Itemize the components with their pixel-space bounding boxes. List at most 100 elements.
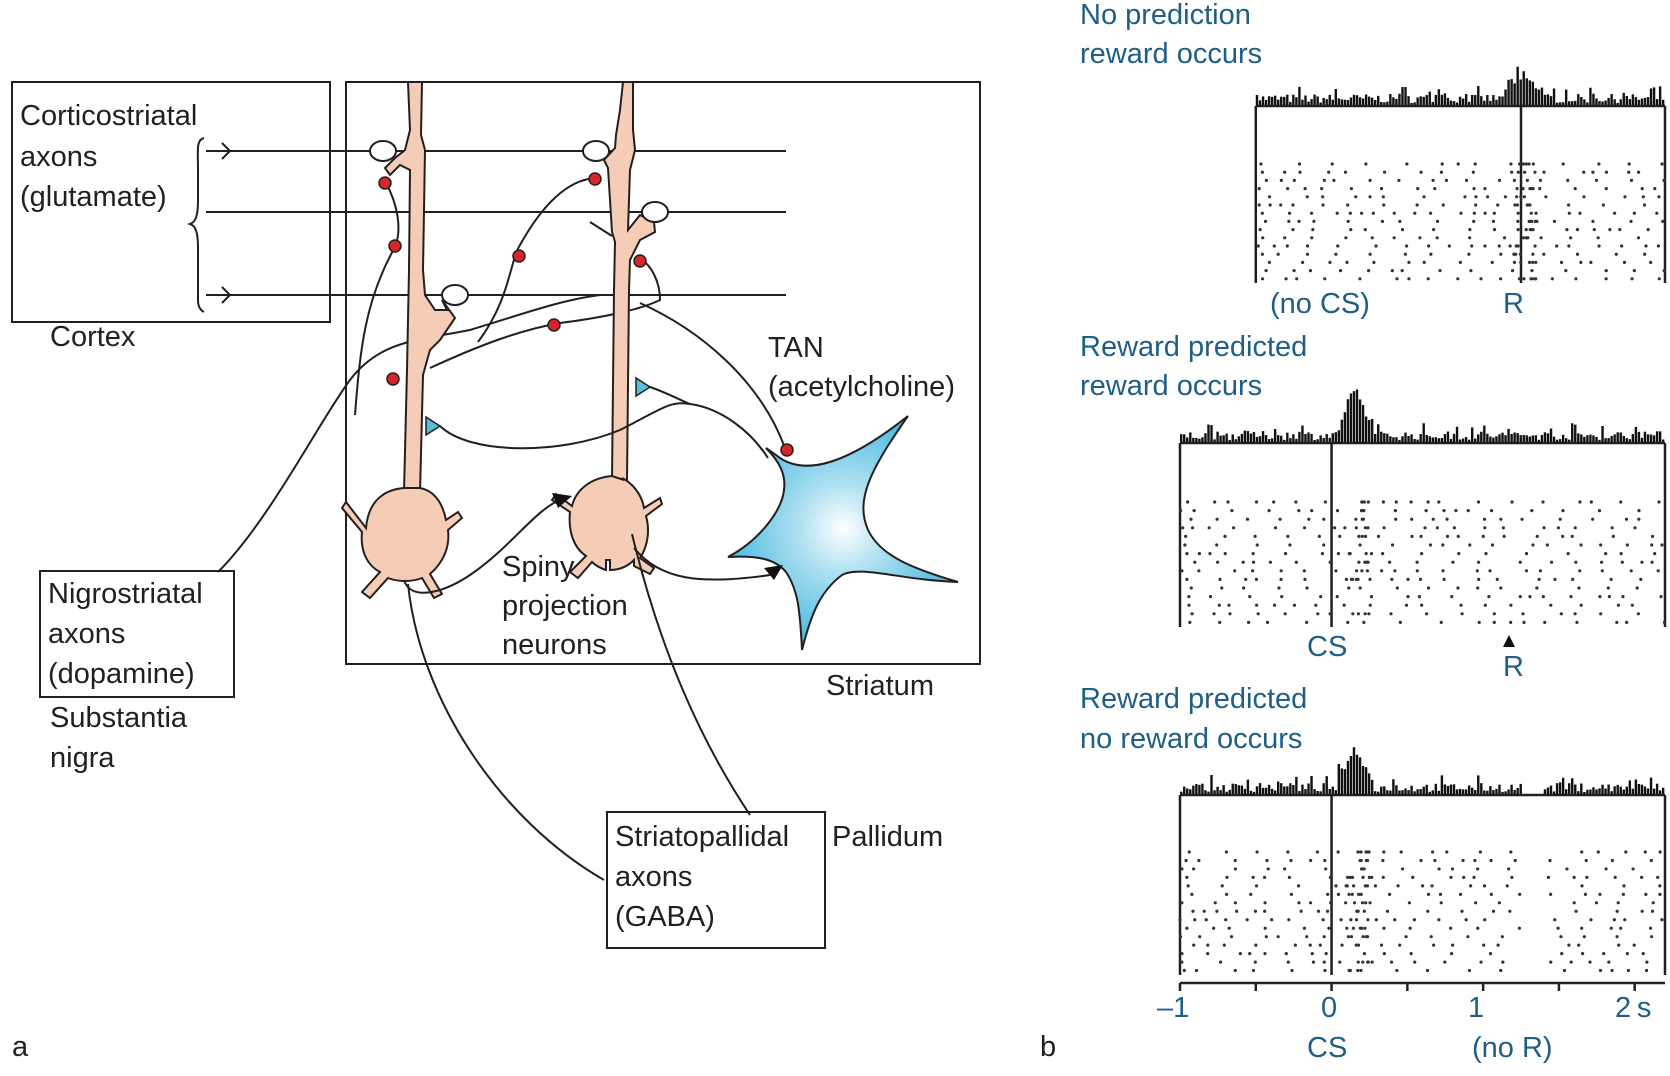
histogram-bar	[1316, 790, 1319, 795]
spike-dot	[1305, 586, 1309, 590]
spike-dot	[1462, 875, 1466, 880]
histogram-bar	[1316, 96, 1319, 106]
spike-dot	[1263, 909, 1267, 913]
spike-dot	[1418, 577, 1423, 582]
spike-dot	[1224, 918, 1228, 922]
spike-dot	[1309, 211, 1314, 215]
histogram-bar	[1598, 439, 1601, 443]
spike-dot	[1485, 195, 1490, 199]
histogram-bar	[1273, 428, 1277, 443]
spike-dot	[1433, 187, 1437, 191]
histogram-bar	[1295, 97, 1298, 106]
spike-dot	[1500, 935, 1504, 939]
histogram-bar	[1643, 786, 1647, 795]
spike-dot	[1641, 952, 1645, 956]
histogram-bar	[1243, 430, 1247, 443]
spike-dot	[1438, 269, 1442, 273]
spike-dot	[1349, 577, 1354, 582]
spike-dot	[1492, 228, 1497, 232]
histogram-bar	[1374, 433, 1377, 443]
histogram-bar	[1231, 783, 1234, 795]
spike-dot	[1267, 195, 1272, 199]
tick-label-neg1: –1	[1157, 992, 1189, 1024]
spike-dot	[1368, 603, 1372, 607]
histogram-bar	[1504, 435, 1507, 443]
spike-dot	[1572, 875, 1576, 880]
spike-dot	[1528, 187, 1532, 191]
spike-dot	[1639, 577, 1643, 582]
spike-dot	[1560, 952, 1564, 956]
spike-dot	[1302, 526, 1307, 530]
spike-dot	[1335, 509, 1340, 513]
histogram-bar	[1313, 94, 1316, 106]
histogram-bar	[1425, 784, 1428, 795]
spike-dot	[1596, 850, 1600, 854]
spike-dot	[1329, 901, 1333, 905]
histogram-bar	[1546, 787, 1550, 795]
histogram-bar	[1234, 439, 1237, 443]
spike-dot	[1357, 892, 1361, 896]
histogram-bar	[1555, 102, 1559, 106]
histogram-bar	[1437, 438, 1441, 443]
spike-dot	[1651, 901, 1655, 905]
spike-dot	[1355, 569, 1359, 573]
raster-plot-3	[1178, 747, 1667, 975]
spike-dot	[1570, 534, 1574, 539]
spike-dot	[1385, 909, 1390, 913]
spike-dot	[1382, 850, 1386, 854]
spike-dot	[1393, 569, 1397, 573]
spike-dot	[1585, 875, 1589, 880]
spike-dot	[1633, 526, 1637, 530]
histogram-bar	[1510, 79, 1513, 106]
spike-dot	[1640, 909, 1644, 913]
spike-dot	[1294, 500, 1298, 504]
spike-dot	[1441, 543, 1445, 547]
spike-dot	[1297, 901, 1301, 905]
spike-dot	[1483, 211, 1487, 215]
spike-dot	[1417, 595, 1422, 599]
spike-dot	[1364, 162, 1368, 166]
histogram-bar	[1513, 83, 1516, 106]
histogram-bar	[1364, 767, 1368, 795]
histogram-bar	[1183, 786, 1186, 795]
spike-dot	[1526, 203, 1530, 207]
histogram-bar	[1434, 437, 1438, 443]
spike-dot	[1458, 892, 1463, 896]
spike-dot	[1339, 918, 1343, 922]
spike-dot	[1212, 612, 1216, 616]
spike-dot	[1254, 884, 1259, 888]
histogram-bar	[1310, 433, 1313, 443]
histogram-bar	[1628, 439, 1632, 443]
histogram-bar	[1467, 439, 1471, 443]
spike-dot	[1470, 244, 1474, 248]
spike-dot	[1192, 509, 1196, 513]
spike-dot	[1420, 603, 1424, 607]
spike-dot	[1178, 935, 1183, 939]
histogram-bar	[1258, 783, 1262, 795]
histogram-bar	[1431, 437, 1434, 443]
histogram-bar	[1640, 437, 1644, 443]
spike-dot	[1365, 935, 1370, 939]
spike-dot	[1299, 909, 1303, 913]
spike-dot	[1381, 195, 1385, 199]
histogram-bar	[1401, 436, 1404, 443]
spike-dot	[1245, 918, 1249, 922]
histogram-bar	[1549, 96, 1553, 106]
histogram-bar	[1277, 435, 1280, 443]
spike-dot	[1449, 875, 1453, 880]
spike-dot	[1608, 228, 1612, 232]
spike-dot	[1516, 170, 1520, 174]
histogram-bar	[1264, 435, 1268, 443]
histogram-bar	[1580, 96, 1583, 106]
spike-dot	[1660, 162, 1664, 166]
histogram-bar	[1325, 99, 1328, 106]
histogram-bar	[1507, 428, 1510, 443]
spike-dot	[1477, 620, 1481, 625]
histogram-bar	[1619, 432, 1622, 443]
histogram-bar	[1519, 79, 1522, 106]
spike-dot	[1531, 162, 1535, 166]
spike-dot	[1582, 935, 1586, 939]
spike-dot	[1189, 586, 1193, 590]
histogram-bar	[1246, 779, 1250, 795]
histogram-bar	[1471, 427, 1474, 443]
